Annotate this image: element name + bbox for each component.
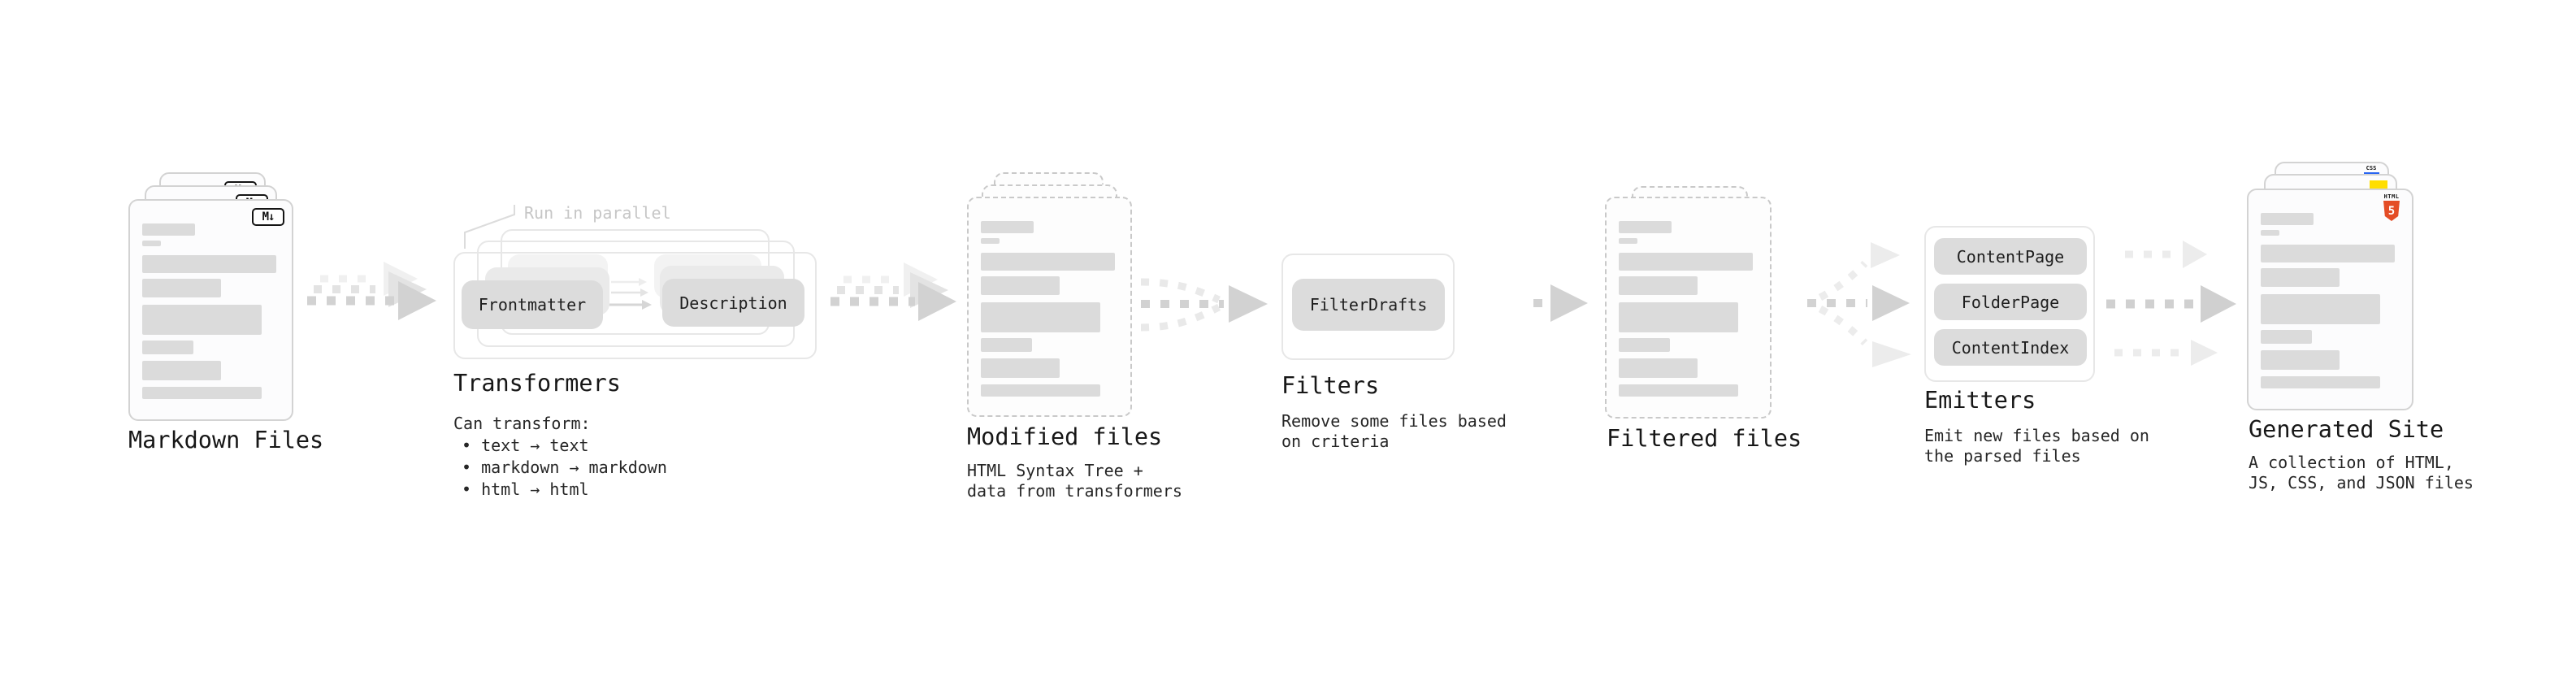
stage-title-modified-files: Modified files — [967, 423, 1163, 450]
transformer-box-front — [453, 252, 817, 359]
description-pill: Description — [662, 279, 804, 327]
generated-site-caption-line: JS, CSS, and JSON files — [2249, 473, 2474, 492]
stage-title-filtered-files: Filtered files — [1607, 425, 1802, 452]
stage-title-filters: Filters — [1281, 372, 1380, 399]
arrow-markdown-to-transformers — [307, 262, 436, 320]
modified-files-caption-line: data from transformers — [967, 481, 1182, 501]
contentindex-pill: ContentIndex — [1934, 329, 2087, 366]
generated-site-caption-line: A collection of HTML, — [2249, 453, 2454, 472]
filters-caption-line: Remove some files based — [1281, 411, 1507, 431]
filters-box — [1281, 254, 1455, 360]
emitters-caption: Emit new files based on the parsed files — [1924, 426, 2149, 466]
transformers-bullet: • text → text — [462, 436, 589, 455]
arrow-transformers-to-modified — [830, 262, 956, 321]
markdown-icon: M↓ — [252, 208, 284, 226]
markdown-file-front: M↓ — [128, 199, 293, 421]
filters-caption-line: on criteria — [1281, 432, 1390, 451]
generated-site-caption: A collection of HTML, JS, CSS, and JSON … — [2249, 453, 2474, 493]
modified-files-caption: HTML Syntax Tree + data from transformer… — [967, 461, 1182, 501]
arrow-modified-to-filters — [1140, 278, 1268, 332]
stage-title-generated-site: Generated Site — [2249, 416, 2444, 443]
stage-title-emitters: Emitters — [1924, 387, 2036, 414]
filtered-file-front — [1605, 197, 1772, 419]
frontmatter-pill: Frontmatter — [462, 280, 603, 329]
document-placeholder-lines — [2249, 213, 2412, 388]
transformers-caption-line: Can transform: — [453, 414, 591, 433]
contentpage-pill: ContentPage — [1934, 238, 2087, 275]
arrow-filtered-to-emitters — [1807, 242, 1911, 367]
transformers-bullet: • markdown → markdown — [462, 458, 667, 477]
document-placeholder-lines — [1607, 221, 1770, 397]
emitters-caption-line: Emit new files based on — [1924, 426, 2149, 445]
filters-caption: Remove some files based on criteria — [1281, 411, 1507, 452]
js-logo-icon — [2370, 180, 2387, 189]
emitters-box — [1924, 226, 2095, 382]
stage-title-transformers: Transformers — [453, 370, 621, 397]
modified-file-front — [967, 197, 1132, 417]
arrows-emitters-to-generated — [2106, 241, 2236, 366]
html5-logo-icon: HTML 5 — [2383, 193, 2400, 221]
transformers-bullet: • html → html — [462, 479, 589, 499]
folderpage-pill: FolderPage — [1934, 284, 2087, 320]
modified-files-caption-line: HTML Syntax Tree + — [967, 461, 1143, 480]
document-placeholder-lines — [969, 221, 1130, 397]
run-in-parallel-note: Run in parallel — [524, 203, 671, 223]
arrow-filters-to-filtered — [1533, 284, 1588, 322]
stage-title-markdown-files: Markdown Files — [128, 427, 324, 453]
emitters-caption-line: the parsed files — [1924, 446, 2081, 466]
generated-file-front: HTML 5 — [2247, 189, 2413, 410]
document-placeholder-lines — [130, 223, 292, 399]
filterdrafts-pill: FilterDrafts — [1292, 279, 1445, 331]
transformers-caption: Can transform: • text → text • markdown … — [453, 413, 667, 501]
